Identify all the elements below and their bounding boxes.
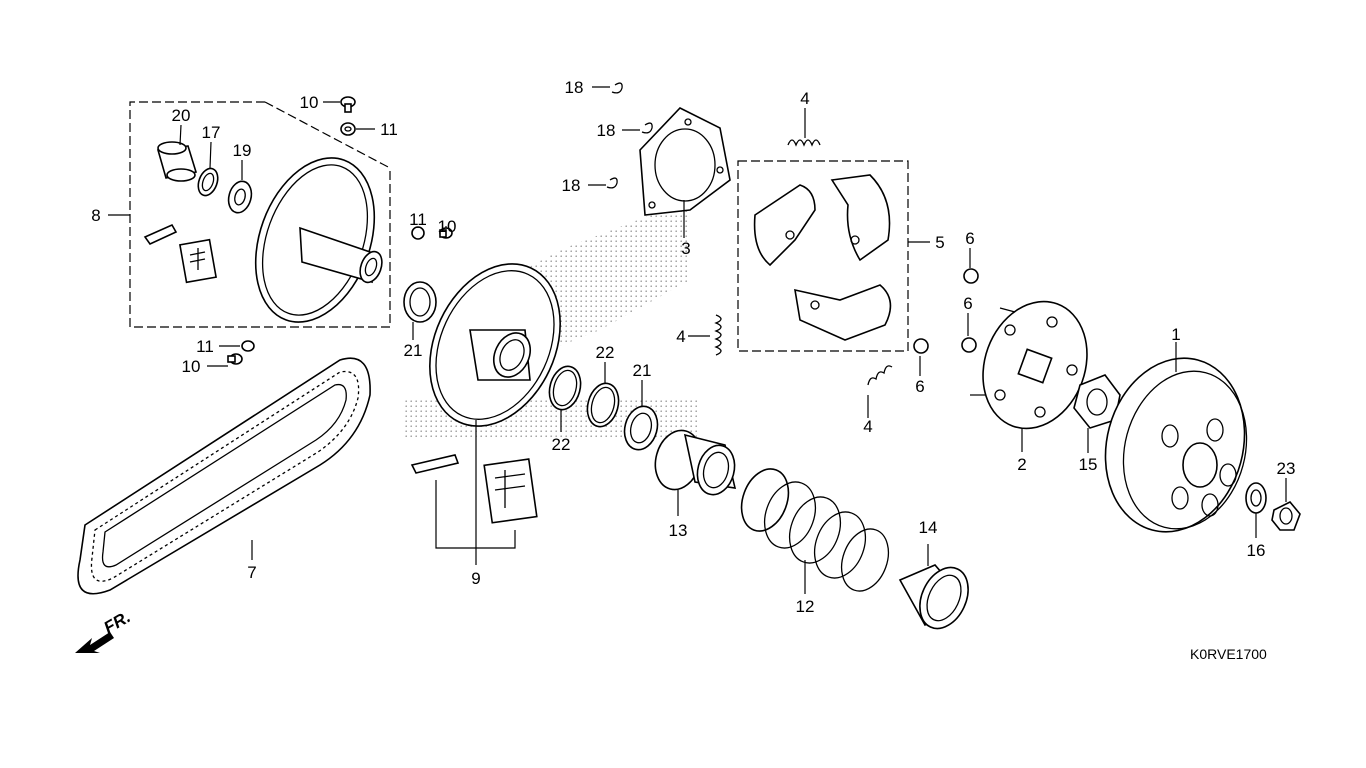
callout-1: 1 [1171,325,1180,344]
grease-tube-icon [143,223,178,246]
callout-10-top: 10 [300,93,319,112]
seal-collar-13 [654,429,737,496]
callout-10-bottom: 10 [182,357,201,376]
movable-drive-face [254,157,383,323]
callout-6-bottom: 6 [915,377,924,396]
bolt-10-top [340,96,356,113]
callout-11-top: 11 [380,120,398,139]
bolt-10-bottom [227,353,243,365]
e-clip-18-top [611,82,623,94]
spring-4-top [787,139,821,147]
collar-14 [898,564,969,630]
callout-3: 3 [681,239,690,258]
collar-20 [156,141,198,182]
callout-21-right: 21 [633,361,652,380]
clutch-plate-3 [639,107,731,216]
callout-23: 23 [1277,459,1296,478]
callout-11-mid: 11 [409,210,427,229]
clutch-weight-set [753,174,892,341]
drive-belt [77,357,371,595]
callout-17: 17 [202,123,221,142]
driven-face [429,263,561,427]
front-direction-label: FR. [101,607,134,637]
grease-tube-icon-9 [410,454,460,474]
callout-22-bottom: 22 [552,435,571,454]
roller-6-bottom [913,338,929,354]
drive-plate-2 [970,300,1088,430]
roller-6-top [963,268,979,284]
callout-15: 15 [1079,455,1098,474]
bearing-19 [227,180,253,214]
e-clip-18-mid [641,122,653,134]
spring-4-right [867,365,893,386]
callout-4-right: 4 [863,417,872,436]
nut-23 [1271,501,1301,531]
group-box-5 [737,160,909,352]
callout-9: 9 [471,569,480,588]
callout-8: 8 [91,206,100,225]
grease-packet-icon-9 [483,458,538,524]
oil-seal-21-right [623,405,659,451]
callout-22-top: 22 [596,343,615,362]
diagram-code: K0RVE1700 [1190,646,1267,662]
callout-2: 2 [1017,455,1026,474]
driven-spring [740,468,890,592]
grease-packet-icon [179,238,217,284]
leader-lines [179,86,1287,594]
callouts: 1 2 3 4 4 4 5 6 6 6 7 8 9 10 10 10 11 11… [91,78,1295,616]
e-clip-18-bottom [606,177,618,189]
callout-11-bottom: 11 [196,337,214,356]
washer-16 [1245,482,1267,514]
callout-19: 19 [233,141,252,160]
callout-12: 12 [796,597,815,616]
callout-10-mid: 10 [438,217,457,236]
callout-4-top: 4 [800,89,809,108]
clutch-outer-1 [1104,357,1248,533]
callout-18-top: 18 [565,78,584,97]
nut-11-bottom [241,340,255,352]
callout-4-left: 4 [676,327,685,346]
callout-13: 13 [669,521,688,540]
roller-6-mid [961,337,977,353]
circlip-17 [197,167,219,197]
spring-4-left [714,314,722,356]
callout-20: 20 [172,106,191,125]
callout-6-top: 6 [965,229,974,248]
front-direction-arrow: FR. [75,607,134,653]
callout-6-mid: 6 [963,294,972,313]
group-box-8 [129,101,391,328]
callout-5: 5 [935,233,944,252]
callout-7: 7 [247,563,256,582]
callout-21-left: 21 [404,341,423,360]
callout-14: 14 [919,518,938,537]
callout-18-bottom: 18 [562,176,581,195]
nut-11-top [340,122,356,136]
callout-18-mid: 18 [597,121,616,140]
callout-16: 16 [1247,541,1266,560]
oil-seal-21-left [403,281,437,323]
